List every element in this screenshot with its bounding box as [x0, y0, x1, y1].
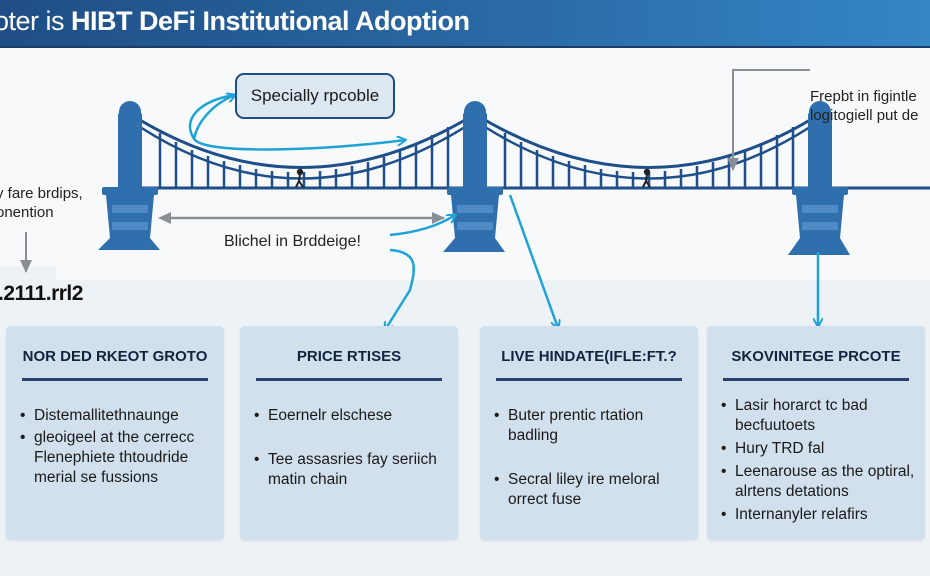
card-title: NOR DED RKEOT GROTO [22, 348, 208, 365]
page-title: oter is HIBT DeFi Institutional Adoption [0, 6, 470, 37]
callout-label-left-line2: onention [0, 204, 54, 221]
card-bullet: Buter prentic rtation badling [494, 406, 692, 446]
bridge-tower-right [788, 101, 850, 255]
card-bullet: Secral liley ire meloral orrect fuse [494, 470, 692, 510]
card-bullet: Distemallitethnaunge [20, 406, 218, 426]
bridge-span-right [484, 118, 811, 188]
card-divider [723, 378, 909, 381]
info-card: NOR DED RKEOT GROTO Distemallitethnaunge… [6, 326, 224, 540]
card-title: LIVE HINDATE(IFLE:FT.? [501, 348, 677, 365]
card-divider [22, 378, 208, 381]
callout-label-top-right-line1: Frepbt in figintle [810, 88, 917, 105]
card-bullet: Leenarouse as the optiral, alrtens detat… [721, 462, 919, 502]
bridge-tower-left [98, 101, 160, 250]
callout-label-left-line1: y fare brdips, [0, 185, 83, 202]
card-bullet: Lasir horarct tc bad becfuutoets [721, 396, 919, 436]
gray-callout-arrow-right [727, 69, 810, 171]
card-bullet: Eoernelr elschese [254, 406, 452, 426]
walking-figure-icon [295, 168, 304, 188]
blue-flow-arrows [188, 95, 818, 330]
callout-label-top-right: Frepbt in figintle logitogiell put de [810, 87, 918, 125]
card-divider [256, 378, 442, 381]
card-title: PRICE RTISES [296, 348, 402, 365]
callout-box-top: Specially rpcoble [235, 73, 395, 119]
walking-figure-icon [642, 168, 651, 188]
stat-value: .2111.rrl2 [0, 282, 83, 305]
card-bullet: Internanyler relafirs [721, 505, 919, 525]
card-title: SKOVINITEGE PRCOTE [731, 348, 901, 365]
info-card: SKOVINITEGE PRCOTE Lasir horarct tc bad … [707, 326, 925, 540]
card-bullet: Hury TRD fal [721, 439, 919, 459]
card-bullet-list: Distemallitethnaunge gleoigeel at the ce… [20, 406, 218, 490]
card-divider [496, 378, 682, 381]
info-card: LIVE HINDATE(IFLE:FT.? Buter prentic rta… [480, 326, 698, 540]
card-bullet: Tee assasries fay seriich matin chain [254, 450, 452, 490]
page-title-main: HIBT DeFi Institutional Adoption [71, 6, 470, 36]
title-banner: oter is HIBT DeFi Institutional Adoption [0, 0, 930, 48]
page-title-prefix: oter is [0, 6, 65, 36]
callout-label-top-right-line2: logitogiell put de [810, 107, 919, 124]
callout-label-left: y fare brdips, onention [0, 184, 83, 222]
lower-panel-tab [0, 266, 56, 286]
card-bullet-list: Buter prentic rtation badling Secral lil… [494, 406, 692, 534]
bridge-span-left [139, 118, 466, 188]
info-card: PRICE RTISES Eoernelr elschese Tee assas… [240, 326, 458, 540]
gray-double-arrow [158, 212, 445, 224]
card-bullet-list: Lasir horarct tc bad becfuutoets Hury TR… [721, 396, 919, 528]
card-bullet-list: Eoernelr elschese Tee assasries fay seri… [254, 406, 452, 514]
bridge-tower-middle [443, 101, 505, 252]
callout-label-middle: Blichel in Brddeige! [224, 233, 361, 250]
card-bullet: gleoigeel at the cerrecc Flenephiete tht… [20, 428, 218, 488]
